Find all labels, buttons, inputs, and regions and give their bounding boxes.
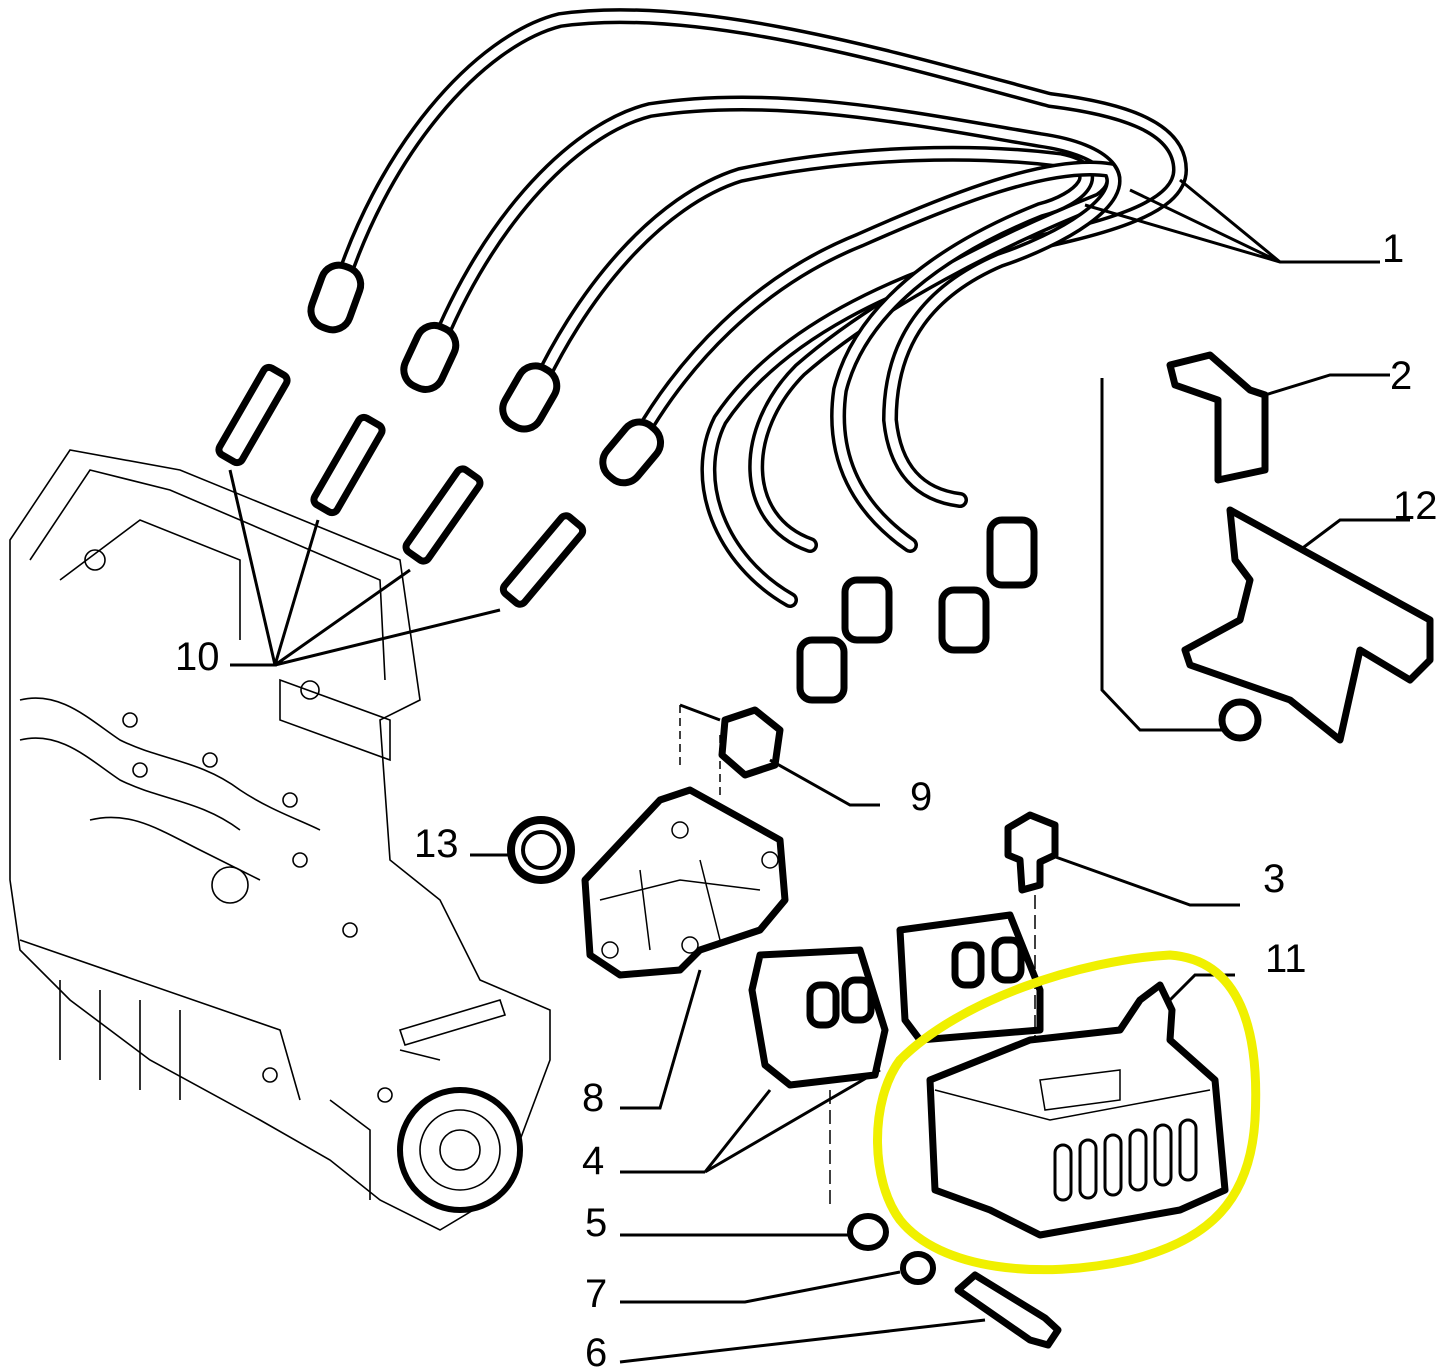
highlight-outline [873,950,1261,1275]
ignition-wire-set [307,8,1380,704]
engine-block [9,449,551,1231]
bracket-group [1100,351,1434,744]
bolt-part-3 [1004,811,1240,1050]
washers-and-screw [619,1090,1062,1364]
callout-5: 5 [585,1201,607,1245]
plug-boot [400,321,460,393]
callout-11: 11 [1265,937,1307,981]
seal-ring-13 [470,816,575,884]
plug-boot [499,362,561,433]
support-part-8 [581,786,789,1110]
callout-8: 8 [582,1076,604,1120]
spark-plugs [215,363,587,667]
callout-3: 3 [1263,857,1285,901]
ignition-coils [620,911,1044,1174]
callout-9: 9 [910,775,932,819]
callout-2: 2 [1390,354,1412,398]
callout-4: 4 [582,1139,604,1183]
plug-boot [307,261,365,334]
callout-7: 7 [585,1272,607,1316]
callout-1: 1 [1382,227,1404,271]
callout-12: 12 [1393,484,1438,528]
plug-boot [599,418,665,487]
callout-13: 13 [414,822,459,866]
callout-10: 10 [175,635,220,679]
coil-cover-part-11 [926,973,1235,1239]
nut-part-9 [679,703,880,807]
callout-6: 6 [585,1331,607,1368]
